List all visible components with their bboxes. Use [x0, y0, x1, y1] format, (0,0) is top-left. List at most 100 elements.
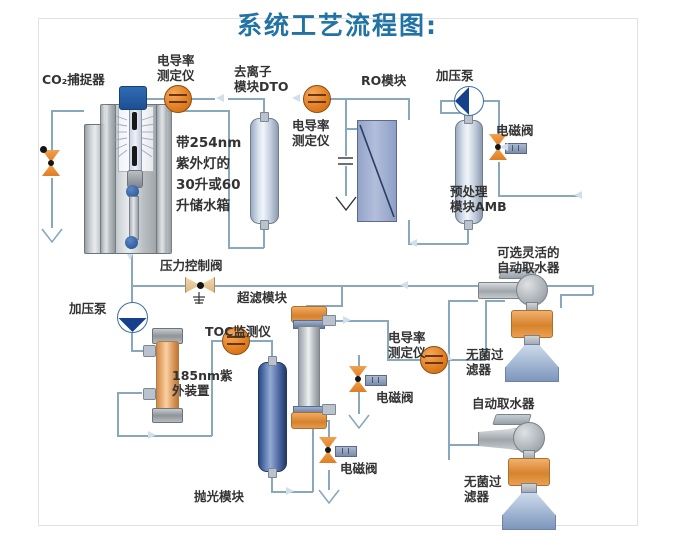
pipe-segment — [358, 355, 360, 367]
pipe-segment — [131, 276, 133, 286]
solenoid-valve-low-coil — [335, 446, 357, 457]
label-booster-pump-mid: 加压泵 — [69, 301, 107, 316]
pipe-segment — [263, 222, 265, 248]
pipe-segment — [131, 285, 133, 302]
label-auto-dispenser-2: 自动取水器 — [472, 396, 535, 411]
pipe-segment — [448, 444, 478, 446]
flow-arrow — [286, 487, 294, 495]
uv-rays — [114, 112, 156, 170]
solenoid-valve-top-coil — [505, 143, 527, 154]
conductivity-meter-3[interactable] — [420, 346, 448, 374]
pipe-segment — [440, 100, 460, 102]
pipe-segment — [248, 340, 272, 342]
di-module-dto[interactable] — [250, 118, 279, 224]
pipe-segment — [228, 98, 264, 100]
sterile-filter-1[interactable] — [511, 310, 553, 338]
drain-symbol — [41, 228, 63, 244]
pipe-segment — [312, 418, 314, 492]
label-sterile-filter-2: 无菌过 滤器 — [464, 474, 502, 504]
uf-bottom-cap — [291, 412, 327, 429]
uf-drain-port — [322, 404, 336, 415]
pipe-segment — [51, 110, 84, 112]
pipe-segment — [592, 285, 594, 295]
pipe-segment — [324, 320, 356, 322]
flow-arrow — [216, 94, 224, 102]
flow-arrow — [409, 239, 417, 247]
label-co2-trap: CO₂捕捉器 — [42, 72, 105, 87]
pipe-segment — [117, 392, 119, 436]
uf-module[interactable] — [298, 326, 320, 410]
pipe-segment — [408, 243, 468, 245]
label-ro-module: RO模块 — [361, 73, 407, 88]
booster-pump-top[interactable] — [454, 86, 484, 116]
pipe-segment — [446, 359, 486, 361]
uv185-inlet-port — [143, 345, 156, 357]
co2-trap-valve[interactable] — [40, 146, 60, 176]
storage-tank-left-wall — [100, 104, 116, 254]
label-solenoid-valve-top: 电磁阀 — [496, 123, 534, 138]
tank-port — [126, 185, 139, 198]
pressure-control-valve[interactable] — [185, 277, 215, 293]
pipe-segment — [477, 100, 499, 102]
flow-arrow — [292, 94, 300, 102]
pipe-segment — [498, 162, 500, 196]
pipe-segment — [51, 110, 53, 150]
pipe-segment — [117, 435, 212, 437]
pipe-segment — [271, 470, 273, 492]
flow-arrow — [444, 352, 452, 360]
pressure-valve-spring — [190, 292, 208, 306]
pipe-segment — [263, 98, 265, 118]
pipe-segment — [51, 178, 53, 228]
drain-symbol — [335, 196, 357, 212]
pipe-segment — [485, 300, 487, 360]
tank-cap — [119, 86, 147, 110]
label-uf-module: 超滤模块 — [237, 290, 288, 305]
label-conductivity-meter-3: 电导率 测定仪 — [388, 330, 426, 360]
pipe-segment — [341, 285, 343, 307]
pipe-segment — [408, 98, 410, 120]
conductivity-meter-2[interactable] — [303, 85, 331, 113]
solenoid-valve-mid[interactable] — [349, 366, 367, 392]
pipe-segment — [485, 300, 505, 302]
pipe-segment — [228, 247, 264, 249]
flow-arrow — [400, 281, 408, 289]
polishing-top-port — [268, 356, 277, 366]
label-conductivity-meter-2: 电导率 测定仪 — [292, 118, 330, 148]
flow-arrow — [126, 252, 134, 260]
pipe-segment — [131, 285, 341, 287]
booster-pump-mid[interactable] — [117, 302, 148, 333]
dispenser-1-bottle — [505, 344, 559, 382]
drain-symbol — [318, 489, 340, 505]
ro-module[interactable] — [357, 120, 397, 222]
uf-outlet-port — [322, 315, 336, 326]
label-optional-dispenser: 可选灵活的 自动取水器 — [497, 245, 560, 275]
conductivity-meter-1[interactable] — [164, 85, 192, 113]
label-solenoid-valve-mid: 电磁阀 — [376, 390, 414, 405]
pipe-segment — [358, 392, 360, 414]
pipe-segment — [387, 320, 389, 360]
label-storage-tank: 带254nm 紫外灯的 30升或60 升储水箱 — [176, 135, 242, 214]
pipe-segment — [345, 98, 409, 100]
pipe-segment — [211, 340, 222, 342]
uv185-outlet-port — [143, 388, 156, 400]
label-conductivity-meter-1: 电导率 测定仪 — [157, 53, 195, 83]
pipe-segment — [560, 294, 593, 296]
label-uv185-device: 185nm紫 外装置 — [172, 368, 233, 398]
label-solenoid-valve-low: 电磁阀 — [340, 461, 378, 476]
sterile-filter-2[interactable] — [508, 458, 550, 486]
toc-monitor[interactable] — [222, 327, 250, 355]
solenoid-valve-low[interactable] — [319, 437, 337, 463]
pipe-segment — [306, 305, 342, 307]
page-title: 系统工艺流程图: — [237, 11, 438, 40]
pipe-segment — [211, 340, 213, 436]
label-di-module: 去离子 模块DTO — [234, 64, 289, 94]
polishing-bottom-port — [268, 468, 277, 478]
polishing-module[interactable] — [258, 362, 287, 472]
pipe-segment — [448, 300, 450, 460]
pipe-segment — [271, 340, 273, 362]
pipe-segment — [356, 320, 388, 322]
pipe-segment — [345, 128, 347, 156]
di-module-bottom-port — [260, 220, 269, 230]
pipe-segment — [341, 285, 593, 287]
